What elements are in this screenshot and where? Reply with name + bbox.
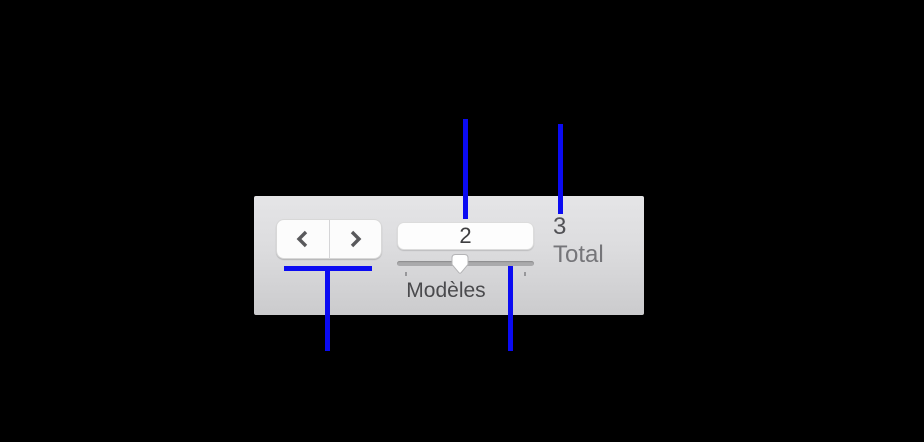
slider-label: Modèles [406,279,486,302]
toolbar-panel: Modèles 3 Total [254,196,644,315]
total-count: 3 [553,213,567,240]
slider-thumb[interactable] [450,253,470,275]
models-slider[interactable] [397,251,534,279]
segmented-divider [328,220,330,258]
previous-page-button[interactable] [277,220,329,258]
chevron-right-icon [350,230,362,248]
slider-tick-right [524,272,526,276]
page-nav-segmented-control [276,219,382,259]
callout-line-page-field [463,119,468,219]
current-page-field[interactable] [397,222,534,250]
next-page-button[interactable] [330,220,382,258]
total-indicator: 3 Total [553,213,604,269]
slider-tick-left [405,272,407,276]
total-label: Total [553,241,604,268]
callout-line-slider [508,266,513,351]
callout-line-nav-buttons [325,266,330,351]
chevron-left-icon [296,230,308,248]
callout-line-total [558,124,563,214]
